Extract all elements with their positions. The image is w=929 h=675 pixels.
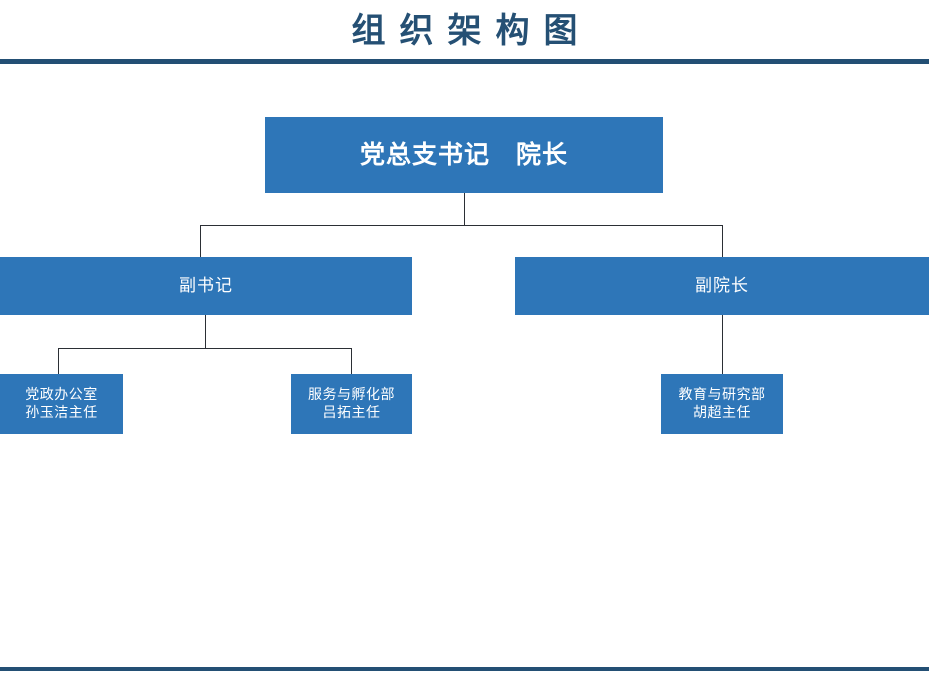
org-node-deputy-dean-label: 副院长 bbox=[695, 276, 749, 296]
org-node-service-incubation-dept[interactable]: 服务与孵化部 吕拓主任 bbox=[291, 374, 412, 434]
connector-branch1-drop-1 bbox=[58, 348, 59, 374]
org-node-deputy-secretary-label: 副书记 bbox=[179, 276, 233, 296]
org-node-deputy-dean[interactable]: 副院长 bbox=[515, 257, 929, 315]
org-node-root[interactable]: 党总支书记 院长 bbox=[265, 117, 663, 193]
org-node-party-admin-office-person: 孙玉洁主任 bbox=[25, 404, 98, 420]
org-node-root-label: 党总支书记 院长 bbox=[359, 141, 568, 169]
org-node-party-admin-office-department: 党政办公室 bbox=[25, 386, 98, 403]
org-node-deputy-secretary[interactable]: 副书记 bbox=[0, 257, 412, 315]
connector-branch1-stem bbox=[205, 315, 206, 348]
org-node-education-research-dept-person: 胡超主任 bbox=[693, 404, 751, 420]
page-title: 组织架构图 bbox=[351, 12, 592, 50]
header-divider-line bbox=[0, 59, 929, 64]
org-node-party-admin-office[interactable]: 党政办公室 孙玉洁主任 bbox=[0, 374, 123, 434]
connector-branch1-bar bbox=[58, 348, 352, 349]
connector-level2-bar bbox=[200, 225, 723, 226]
org-node-service-incubation-dept-person: 吕拓主任 bbox=[322, 404, 381, 420]
connector-branch2-stem bbox=[722, 315, 723, 374]
connector-branch1-drop-2 bbox=[351, 348, 352, 374]
footer-divider-line bbox=[0, 667, 929, 671]
org-node-education-research-dept-department: 教育与研究部 bbox=[678, 386, 766, 403]
org-node-education-research-dept[interactable]: 教育与研究部 胡超主任 bbox=[661, 374, 783, 434]
connector-root-stem bbox=[464, 193, 465, 225]
connector-level2-right-drop bbox=[722, 225, 723, 257]
org-node-service-incubation-dept-department: 服务与孵化部 bbox=[308, 386, 395, 403]
connector-level2-left-drop bbox=[200, 225, 201, 257]
